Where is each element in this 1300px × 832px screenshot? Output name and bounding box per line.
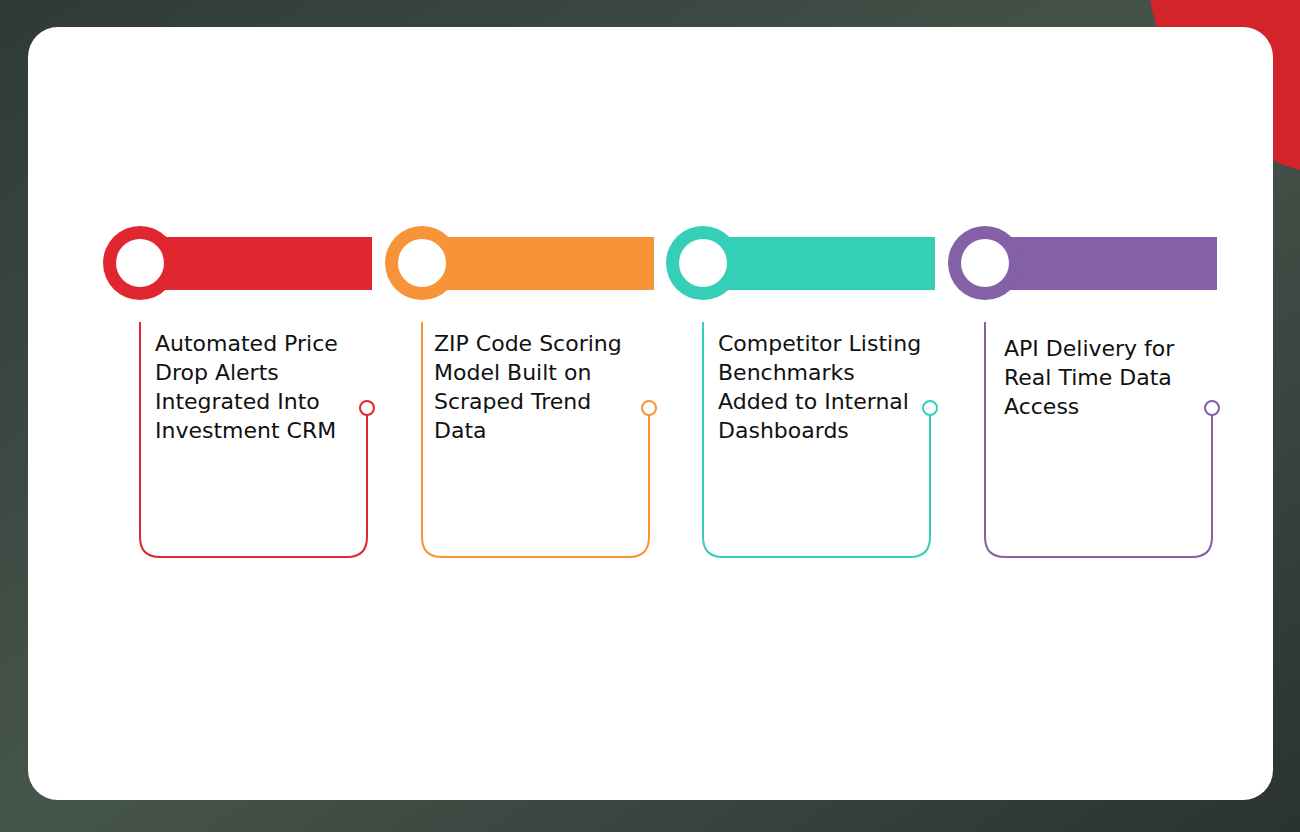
- step-hole: [116, 239, 164, 287]
- step-box: Automated Price Drop Alerts Integrated I…: [155, 329, 365, 529]
- step-orange: [385, 226, 656, 557]
- step-frame: [985, 322, 1212, 557]
- step-box: API Delivery for Real Time Data Access: [1004, 334, 1204, 534]
- step-label: Automated Price Drop Alerts Integrated I…: [155, 329, 365, 445]
- step-ring: [385, 226, 459, 300]
- step-ring: [103, 226, 177, 300]
- step-dot: [360, 401, 374, 415]
- step-frame: [703, 322, 930, 557]
- step-purple: [948, 226, 1219, 557]
- step-label: API Delivery for Real Time Data Access: [1004, 334, 1204, 421]
- step-hole: [961, 239, 1009, 287]
- step-red: [103, 226, 374, 557]
- step-hole: [679, 239, 727, 287]
- step-label: ZIP Code Scoring Model Built on Scraped …: [434, 329, 644, 445]
- white-card: [28, 27, 1273, 800]
- step-ring: [948, 226, 1022, 300]
- step-dot: [923, 401, 937, 415]
- step-teal: [666, 226, 937, 557]
- step-box: Competitor Listing Benchmarks Added to I…: [718, 329, 928, 529]
- step-frame: [422, 322, 649, 557]
- step-frame: [140, 322, 367, 557]
- step-hole: [398, 239, 446, 287]
- step-label: Competitor Listing Benchmarks Added to I…: [718, 329, 928, 445]
- step-dot: [1205, 401, 1219, 415]
- step-dot: [642, 401, 656, 415]
- step-ring: [666, 226, 740, 300]
- step-box: ZIP Code Scoring Model Built on Scraped …: [434, 329, 644, 529]
